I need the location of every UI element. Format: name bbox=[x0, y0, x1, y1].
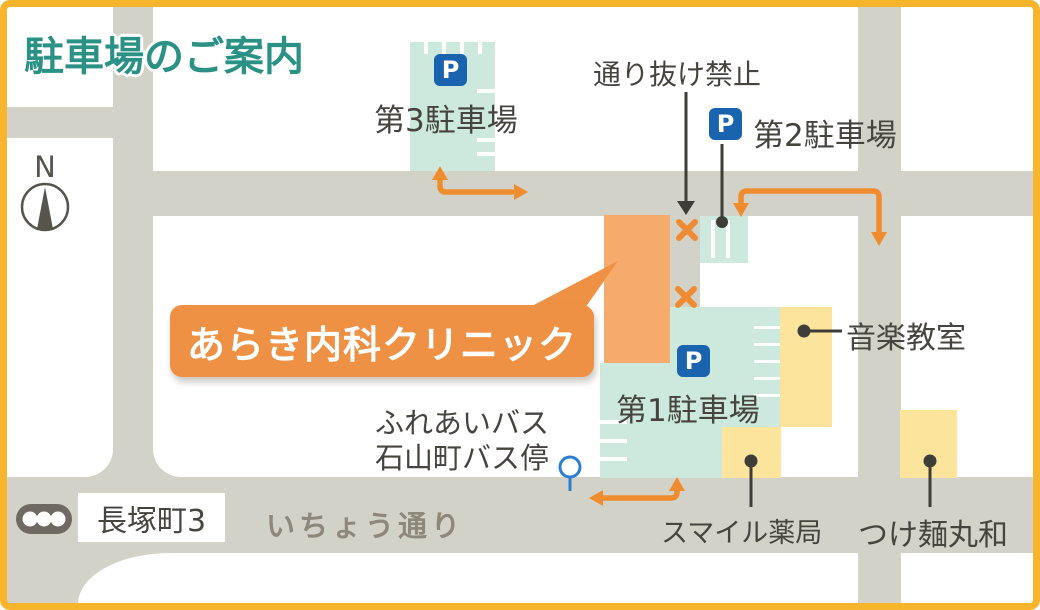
page-title: 駐車場のご案内 bbox=[24, 34, 304, 80]
stall-line bbox=[478, 42, 482, 54]
compass-icon: N bbox=[20, 150, 70, 232]
stall-line bbox=[460, 42, 464, 54]
bus-stop-label: ふれあいバス 石山町バス停 bbox=[352, 406, 549, 476]
stall-line bbox=[754, 326, 780, 329]
route-arrow-parking2 bbox=[733, 188, 887, 246]
callout-line-music-school bbox=[797, 324, 842, 338]
stall-line bbox=[600, 439, 627, 443]
road-left-stub bbox=[7, 107, 113, 138]
parking1-label: 第1駐車場 bbox=[616, 393, 760, 429]
x-mark-icon bbox=[675, 286, 697, 308]
bus-stop-label-line1: ふれあいバス bbox=[374, 406, 549, 440]
callout-line-parking2 bbox=[716, 144, 728, 228]
road-left-vertical bbox=[113, 7, 153, 553]
junction-fillet-cut bbox=[153, 421, 209, 477]
stall-line bbox=[477, 138, 495, 142]
parking2-label: 第2駐車場 bbox=[753, 118, 897, 154]
stall-line bbox=[442, 42, 446, 54]
ramen-shop-label: つけ麺丸和 bbox=[858, 518, 1008, 553]
bus-stop-label-line2: 石山町バス停 bbox=[374, 441, 549, 475]
stall-line bbox=[477, 152, 495, 156]
callout-arrow-icon bbox=[677, 92, 695, 215]
bus-stop-icon bbox=[558, 455, 582, 491]
junction-fillet-cut bbox=[57, 421, 113, 477]
stall-line bbox=[754, 377, 780, 380]
route-arrow-parking3 bbox=[432, 166, 528, 200]
x-mark-icon bbox=[676, 219, 698, 241]
stall-line bbox=[754, 343, 780, 346]
stall-line bbox=[754, 394, 780, 397]
callout-line-ramen-shop bbox=[923, 454, 937, 507]
stall-line bbox=[711, 220, 715, 258]
clinic-label-text: あらき内科クリニック bbox=[186, 322, 577, 367]
stall-line bbox=[424, 42, 428, 54]
parking-icon: P bbox=[677, 345, 710, 377]
stall-line bbox=[477, 89, 495, 93]
clinic-building bbox=[604, 215, 670, 363]
stall-line bbox=[726, 220, 730, 258]
intersection-label: 長塚町3 bbox=[78, 493, 225, 542]
no-through-label: 通り抜け禁止 bbox=[593, 58, 762, 91]
stall-line bbox=[754, 360, 780, 363]
stall-line bbox=[600, 457, 627, 461]
street-name-label: いちょう通り bbox=[266, 509, 465, 543]
parking3-label: 第3駐車場 bbox=[374, 103, 518, 139]
pharmacy-label: スマイル薬局 bbox=[661, 518, 823, 549]
callout-line-pharmacy bbox=[744, 454, 758, 507]
clinic-label-pointer bbox=[528, 261, 618, 308]
music-school-label: 音楽教室 bbox=[846, 321, 966, 356]
stall-line bbox=[600, 420, 627, 424]
parking-icon: P bbox=[434, 54, 467, 86]
route-arrow-parking1 bbox=[589, 477, 685, 506]
clinic-label: あらき内科クリニック bbox=[170, 305, 594, 377]
compass-north-label: N bbox=[34, 150, 56, 184]
traffic-light-icon bbox=[16, 504, 72, 534]
parking-icon: P bbox=[709, 108, 742, 140]
